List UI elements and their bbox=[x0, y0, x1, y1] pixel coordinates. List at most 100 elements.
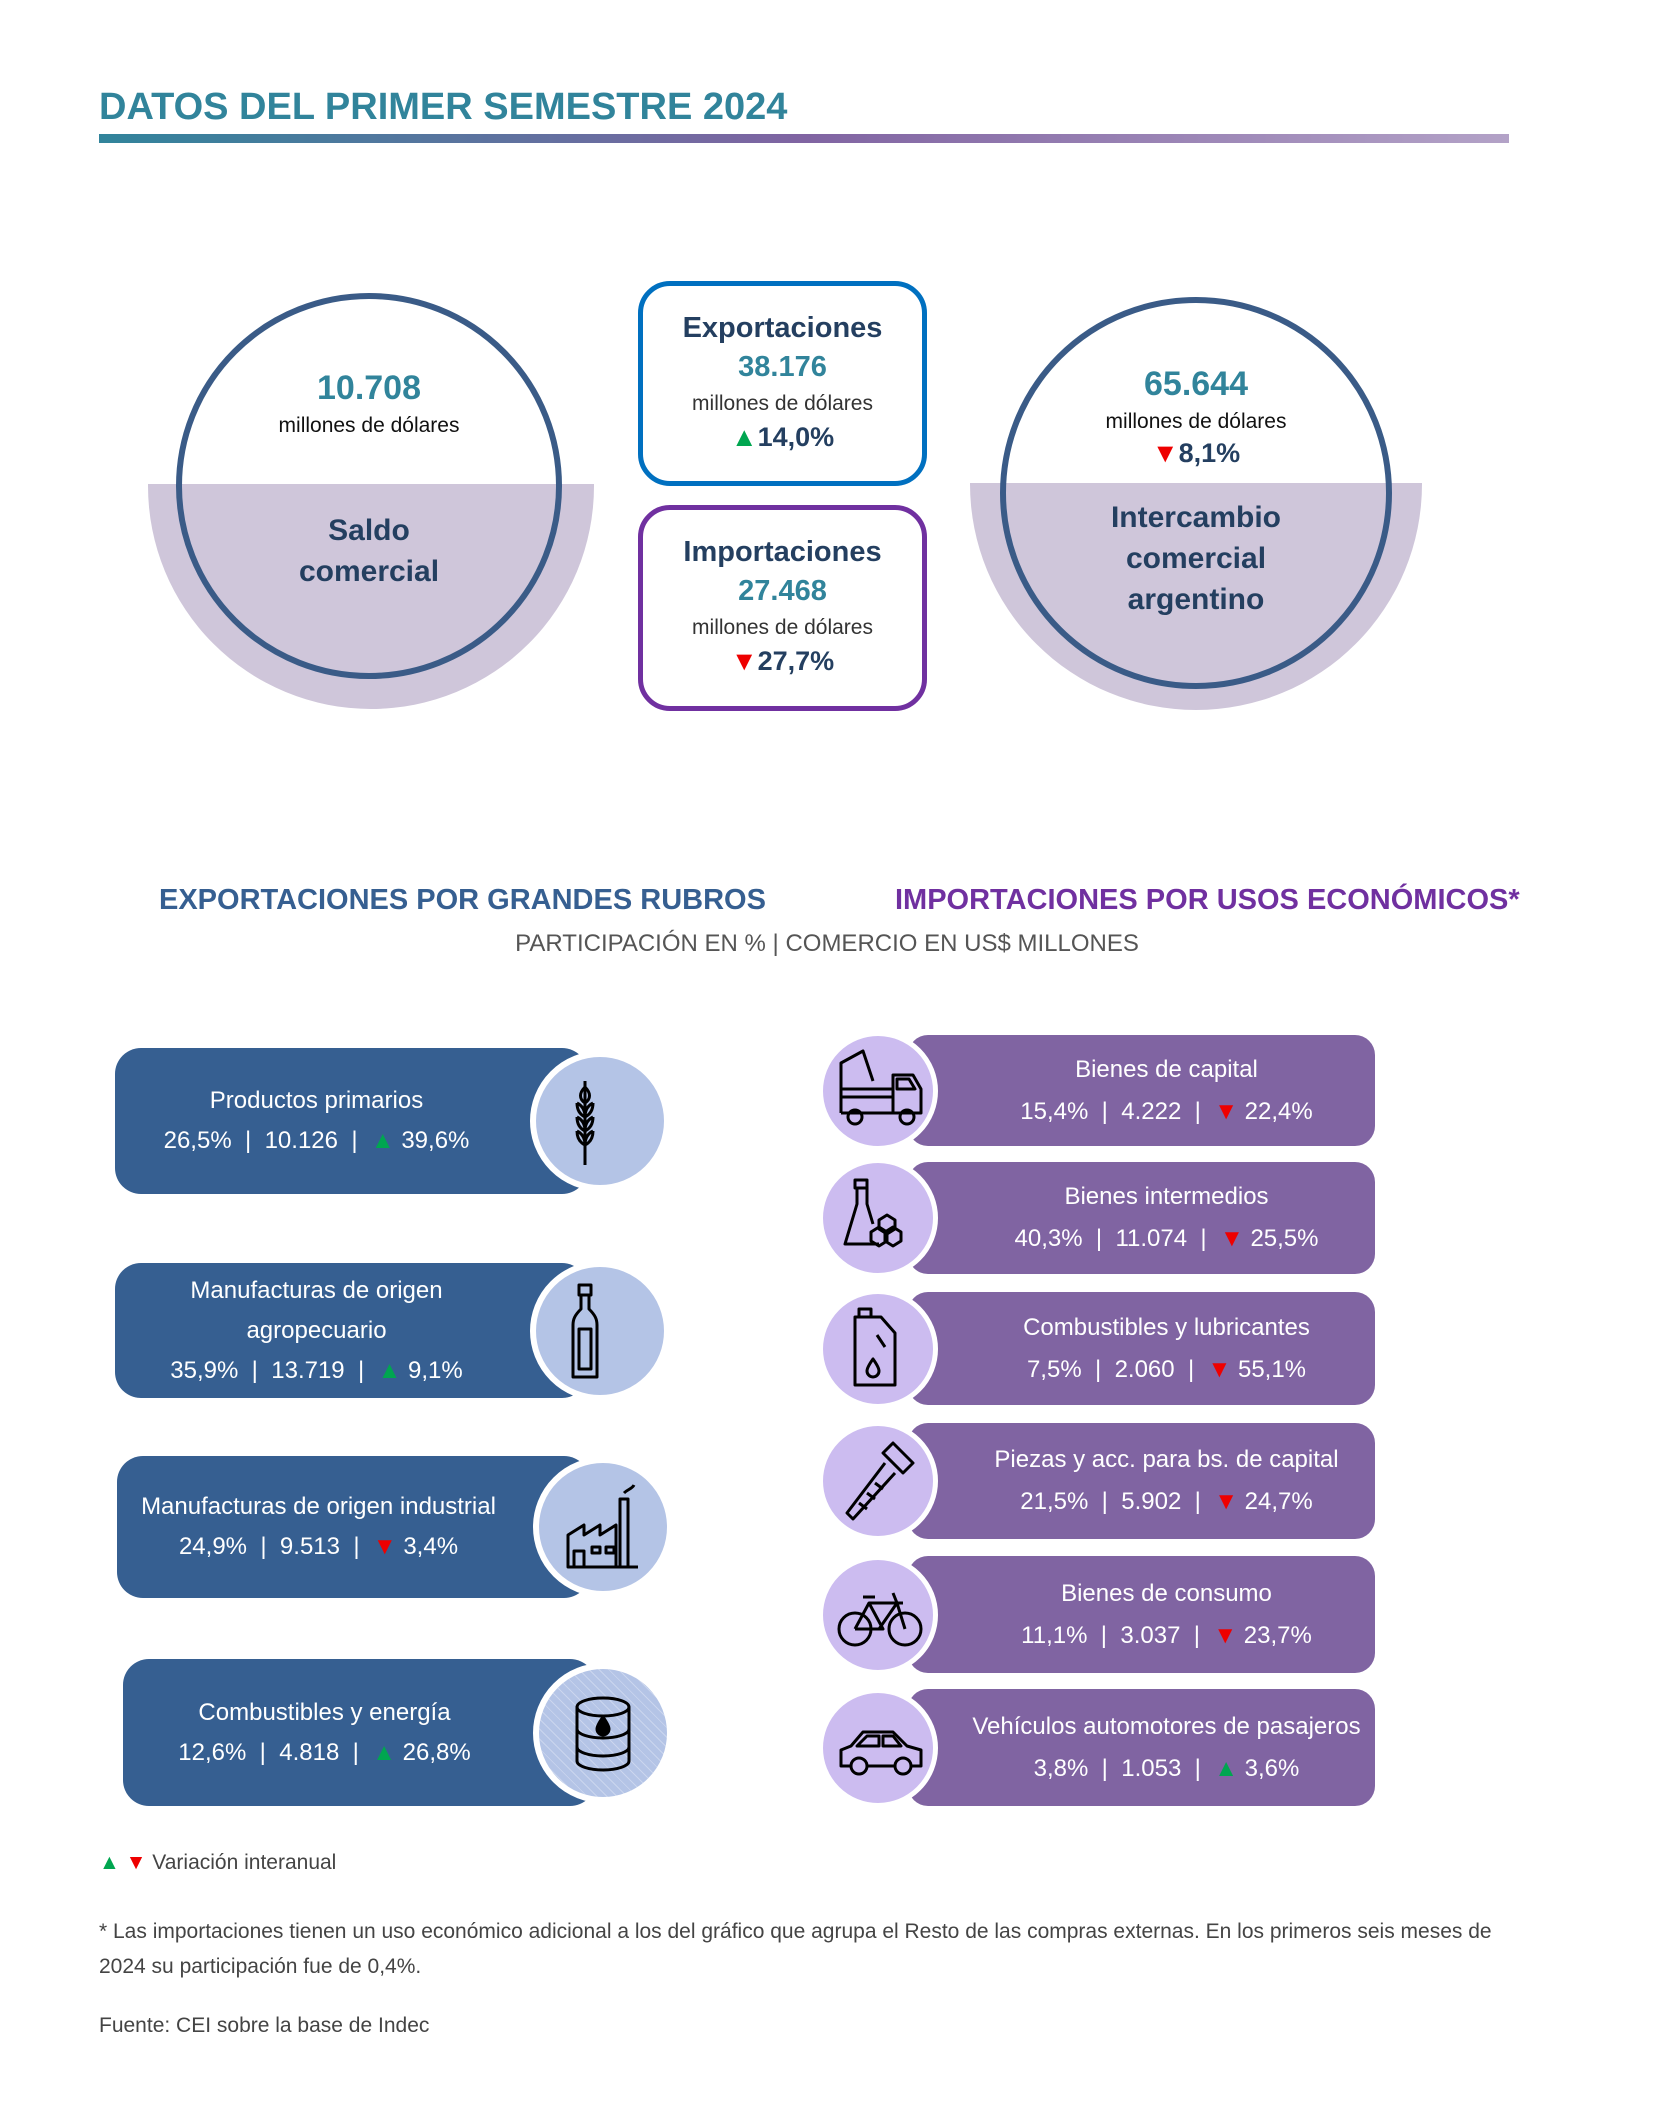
importaciones-box: Importaciones 27.468 millones de dólares… bbox=[638, 505, 927, 711]
item-stats: 15,4% | 4.222 | ▼ 22,4% bbox=[1020, 1097, 1313, 1125]
down-arrow-icon: ▼ bbox=[1214, 1097, 1238, 1125]
item-stats: 12,6% | 4.818 | ▲ 26,8% bbox=[178, 1738, 471, 1766]
saldo-label-1: Saldo bbox=[328, 514, 410, 547]
item-variation: 24,7% bbox=[1244, 1488, 1313, 1515]
intercambio-circle: 65.644 millones de dólares ▼8,1% Interca… bbox=[1000, 297, 1392, 689]
intercambio-label-1: Intercambio bbox=[1110, 501, 1282, 534]
item-share: 11,1% bbox=[1021, 1621, 1088, 1649]
item-stats: 7,5% | 2.060 | ▼ 55,1% bbox=[1026, 1355, 1307, 1383]
item-name: Manufacturas de origen industrial bbox=[141, 1493, 496, 1520]
jerrycan-icon bbox=[853, 1307, 897, 1386]
import-card: Vehículos automotores de pasajeros 3,8% |… bbox=[908, 1689, 1375, 1806]
down-arrow-icon: ▼ bbox=[1151, 438, 1179, 468]
export-card: Manufacturas de origen industrial 24,9% |… bbox=[117, 1456, 590, 1598]
item-stats: 40,3% | 11.074 | ▼ 25,5% bbox=[1014, 1225, 1319, 1252]
down-arrow-icon: ▼ bbox=[1220, 1225, 1244, 1252]
item-variation: 3,4% bbox=[403, 1533, 459, 1560]
intercambio-variation: 8,1% bbox=[1178, 438, 1241, 468]
item-value: 3.037 bbox=[1120, 1621, 1181, 1649]
export-icon-circle bbox=[533, 1662, 673, 1803]
page-title: DATOS DEL PRIMER SEMESTRE 2024 bbox=[99, 86, 788, 128]
importaciones-value: 27.468 bbox=[738, 575, 827, 607]
wheat-icon bbox=[575, 1081, 595, 1165]
up-arrow-icon: ▲ bbox=[730, 422, 758, 452]
item-value: 9.513 bbox=[279, 1533, 340, 1560]
importaciones-unit: millones de dólares bbox=[692, 616, 873, 639]
source: Fuente: CEI sobre la base de Indec bbox=[99, 2014, 430, 2037]
bicycle-icon bbox=[837, 1591, 923, 1646]
export-icon-circle bbox=[530, 1051, 670, 1191]
item-stats: 21,5% | 5.902 | ▼ 24,7% bbox=[1020, 1488, 1313, 1515]
down-arrow-icon: ▼ bbox=[1213, 1621, 1238, 1649]
item-value: 4.818 bbox=[279, 1738, 340, 1766]
item-share: 21,5% bbox=[1020, 1488, 1089, 1515]
title-underline bbox=[99, 134, 1509, 143]
item-value: 11.074 bbox=[1115, 1225, 1188, 1252]
item-variation: 9,1% bbox=[408, 1356, 463, 1384]
intercambio-label-2: comercial bbox=[1125, 542, 1267, 575]
flask-icon bbox=[843, 1178, 903, 1248]
item-share: 26,5% bbox=[163, 1127, 232, 1154]
section-subtitle: PARTICIPACIÓN EN % | COMERCIO EN US$ MIL… bbox=[515, 930, 1139, 957]
item-share: 3,8% bbox=[1033, 1754, 1089, 1782]
exports-section-title: EXPORTACIONES POR GRANDES RUBROS bbox=[159, 884, 766, 916]
legend: ▲ ▼ Variación interanual bbox=[99, 1851, 336, 1875]
exportaciones-unit: millones de dólares bbox=[692, 392, 873, 415]
item-share: 40,3% bbox=[1014, 1225, 1083, 1252]
up-arrow-icon: ▲ bbox=[99, 1851, 120, 1874]
factory-icon bbox=[566, 1484, 638, 1569]
saldo-unit: millones de dólares bbox=[278, 414, 460, 437]
saldo-value: 10.708 bbox=[317, 369, 421, 407]
import-icon-circle bbox=[818, 1554, 938, 1675]
item-name: Bienes intermedios bbox=[1064, 1183, 1269, 1210]
item-stats: 3,8% | 1.053 | ▲ 3,6% bbox=[1033, 1754, 1300, 1782]
item-stats: 24,9% | 9.513 | ▼ 3,4% bbox=[178, 1533, 459, 1560]
up-arrow-icon: ▲ bbox=[377, 1356, 402, 1384]
importaciones-variation: 27,7% bbox=[757, 646, 835, 676]
legend-text: Variación interanual bbox=[152, 1851, 337, 1874]
item-name: Combustibles y energía bbox=[198, 1698, 451, 1726]
import-icon-circle bbox=[818, 1158, 938, 1278]
item-name: Vehículos automotores de pasajeros bbox=[972, 1712, 1361, 1740]
footnote: * Las importaciones tienen un uso económ… bbox=[99, 1920, 1492, 1978]
barrel-icon bbox=[575, 1696, 631, 1771]
item-variation: 26,8% bbox=[402, 1738, 471, 1766]
item-value: 13.719 bbox=[271, 1356, 345, 1384]
item-variation: 55,1% bbox=[1237, 1355, 1307, 1383]
item-variation: 3,6% bbox=[1244, 1754, 1300, 1782]
bottle-icon bbox=[571, 1283, 599, 1378]
item-stats: 11,1% | 3.037 | ▼ 23,7% bbox=[1021, 1621, 1312, 1649]
down-arrow-icon: ▼ bbox=[1207, 1355, 1232, 1383]
export-card: Combustibles y energía 12,6% | 4.818 | ▲ … bbox=[123, 1659, 596, 1806]
item-share: 7,5% bbox=[1026, 1355, 1082, 1383]
down-arrow-icon: ▼ bbox=[125, 1851, 147, 1874]
screw-icon bbox=[845, 1441, 915, 1521]
item-share: 12,6% bbox=[178, 1738, 247, 1766]
down-arrow-icon: ▼ bbox=[730, 646, 758, 676]
imports-section-title: IMPORTACIONES POR USOS ECONÓMICOS* bbox=[895, 884, 1520, 916]
down-arrow-icon: ▼ bbox=[372, 1533, 397, 1560]
exportaciones-variation: 14,0% bbox=[757, 422, 835, 452]
item-value: 1.053 bbox=[1121, 1754, 1182, 1782]
item-value: 2.060 bbox=[1114, 1355, 1175, 1383]
up-arrow-icon: ▲ bbox=[370, 1127, 395, 1154]
exportaciones-value: 38.176 bbox=[738, 351, 827, 383]
item-variation: 39,6% bbox=[401, 1127, 470, 1154]
import-icon-circle bbox=[818, 1288, 938, 1409]
export-icon-circle bbox=[533, 1457, 673, 1597]
item-name: Piezas y acc. para bs. de capital bbox=[994, 1446, 1339, 1473]
item-share: 15,4% bbox=[1020, 1097, 1089, 1125]
saldo-label-2: comercial bbox=[298, 555, 440, 588]
item-share: 24,9% bbox=[178, 1533, 248, 1560]
importaciones-title: Importaciones bbox=[683, 536, 882, 568]
intercambio-label-3: argentino bbox=[1127, 583, 1265, 616]
intercambio-value: 65.644 bbox=[1144, 365, 1248, 403]
item-stats: 26,5% | 10.126 | ▲ 39,6% bbox=[163, 1127, 470, 1154]
up-arrow-icon: ▲ bbox=[372, 1738, 396, 1766]
export-icon-circle bbox=[530, 1260, 670, 1401]
car-icon bbox=[839, 1730, 923, 1775]
